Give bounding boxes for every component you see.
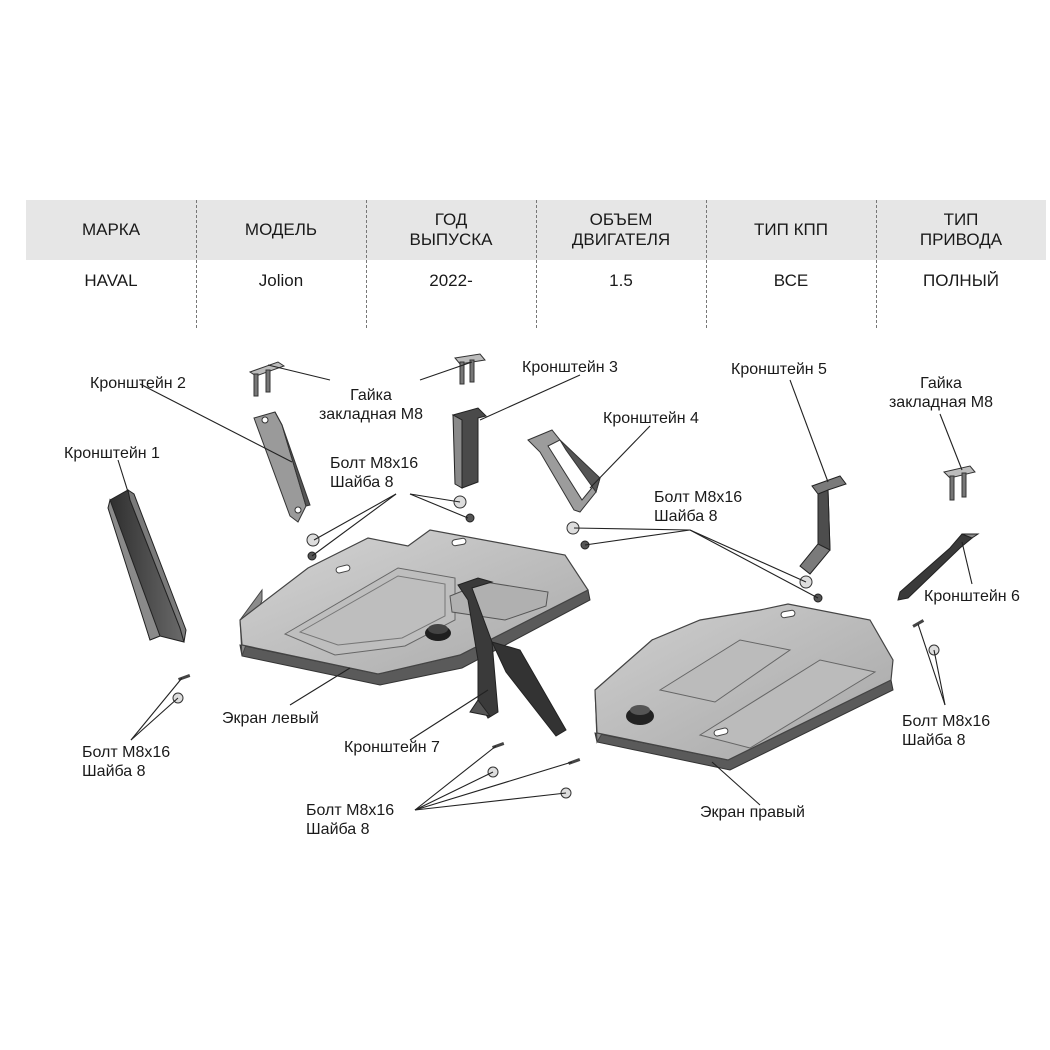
- label-bracket-2: Кронштейн 2: [90, 375, 186, 392]
- label-bracket-1: Кронштейн 1: [64, 445, 160, 462]
- label-bracket-4: Кронштейн 4: [603, 410, 699, 427]
- spec-header: ГОД ВЫПУСКА: [409, 210, 493, 249]
- spec-header: ТИП ПРИВОДА: [919, 210, 1003, 249]
- column-divider: [706, 200, 707, 328]
- spec-header: ОБЪЕМ ДВИГАТЕЛЯ: [571, 210, 671, 249]
- leader-lines: [117, 361, 973, 811]
- bracket-5-part: [799, 475, 847, 575]
- label-bracket-3: Кронштейн 3: [522, 359, 618, 376]
- label-screen-right: Экран правый: [700, 804, 805, 821]
- spec-col-gearbox: ТИП КПП ВСЕ: [706, 200, 876, 328]
- spec-value: HAVAL: [84, 271, 138, 290]
- label-screen-left: Экран левый: [222, 710, 319, 727]
- screen-right-part: [594, 603, 894, 771]
- column-divider: [196, 200, 197, 328]
- bracket-6-part: [897, 533, 980, 601]
- spec-value: Jolion: [258, 271, 304, 290]
- column-divider: [536, 200, 537, 328]
- spec-table: МАРКА HAVAL МОДЕЛЬ Jolion ГОД ВЫПУСКА 20…: [26, 200, 1046, 328]
- spec-col-year: ГОД ВЫПУСКА 2022-: [366, 200, 536, 328]
- spec-header: ТИП КПП: [754, 220, 828, 239]
- label-bracket-5: Кронштейн 5: [731, 361, 827, 378]
- label-bolt-bottom: Болт М8х16 Шайба 8: [306, 802, 395, 838]
- spec-col-drive: ТИП ПРИВОДА ПОЛНЫЙ: [876, 200, 1046, 328]
- label-bracket-6: Кронштейн 6: [924, 588, 1020, 605]
- spec-col-brand: МАРКА HAVAL: [26, 200, 196, 328]
- spec-value: 2022-: [429, 271, 473, 290]
- bracket-2-part: [253, 411, 311, 523]
- spec-header: МАРКА: [81, 220, 141, 239]
- label-bolt-a: Болт М8х16 Шайба 8: [330, 455, 419, 491]
- spec-col-engine: ОБЪЕМ ДВИГАТЕЛЯ 1.5: [536, 200, 706, 328]
- spec-col-model: МОДЕЛЬ Jolion: [196, 200, 366, 328]
- spec-value: ПОЛНЫЙ: [923, 271, 999, 290]
- fasteners: [172, 495, 940, 799]
- screen-left-part: [239, 529, 591, 686]
- spec-header: МОДЕЛЬ: [244, 220, 318, 239]
- label-bolt-left: Болт М8х16 Шайба 8: [82, 744, 171, 780]
- column-divider: [876, 200, 877, 328]
- label-bolt-b: Болт М8х16 Шайба 8: [654, 489, 743, 525]
- nut-center-part: [248, 353, 486, 397]
- nut-right-part: [943, 465, 976, 501]
- bracket-7-part: [457, 577, 567, 737]
- bracket-4-part: [527, 429, 601, 513]
- bracket-3-part: [451, 407, 487, 489]
- spec-value: 1.5: [609, 271, 633, 290]
- label-nut-center: Гайка закладная М8: [318, 387, 424, 423]
- bracket-1-part: [107, 488, 187, 643]
- column-divider: [366, 200, 367, 328]
- label-nut-right: Гайка закладная М8: [888, 375, 994, 411]
- label-bracket-7: Кронштейн 7: [344, 739, 440, 756]
- spec-value: ВСЕ: [773, 271, 809, 290]
- label-bolt-right: Болт М8х16 Шайба 8: [902, 713, 991, 749]
